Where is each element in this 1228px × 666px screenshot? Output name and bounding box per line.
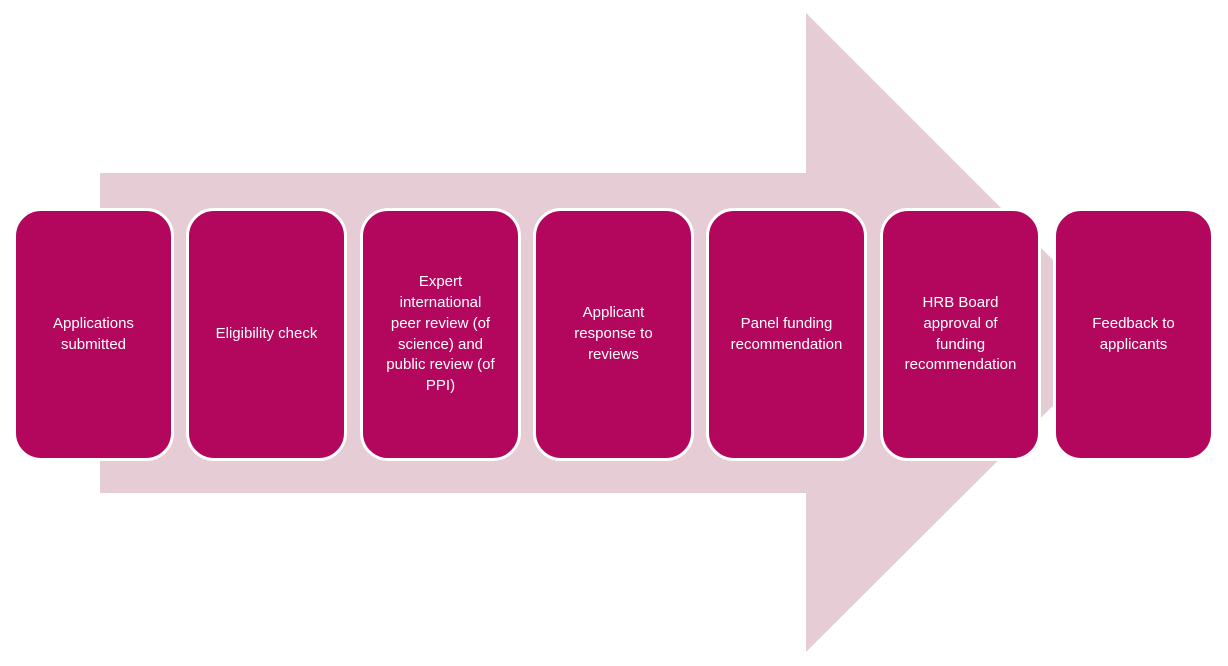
step-box-panel-funding: Panel funding recommendation [706,208,867,461]
step-box-feedback: Feedback to applicants [1053,208,1214,461]
step-label: Applicant response to reviews [574,304,653,363]
step-label: Eligibility check [215,325,318,343]
step-label: Feedback to applicants [1092,314,1175,353]
step-box-applications-submitted: Applications submitted [13,208,174,461]
step-box-applicant-response: Applicant response to reviews [533,208,694,461]
step-label: Panel funding recommendation [730,314,843,353]
step-label: HRB Board approval of funding recommenda… [904,294,1017,374]
step-box-eligibility-check: Eligibility check [186,208,347,461]
step-label: Expert international peer review (of sci… [386,273,495,394]
step-label: Applications submitted [53,314,134,353]
step-box-expert-review: Expert international peer review (of sci… [360,208,521,461]
step-box-hrb-board-approval: HRB Board approval of funding recommenda… [880,208,1041,461]
